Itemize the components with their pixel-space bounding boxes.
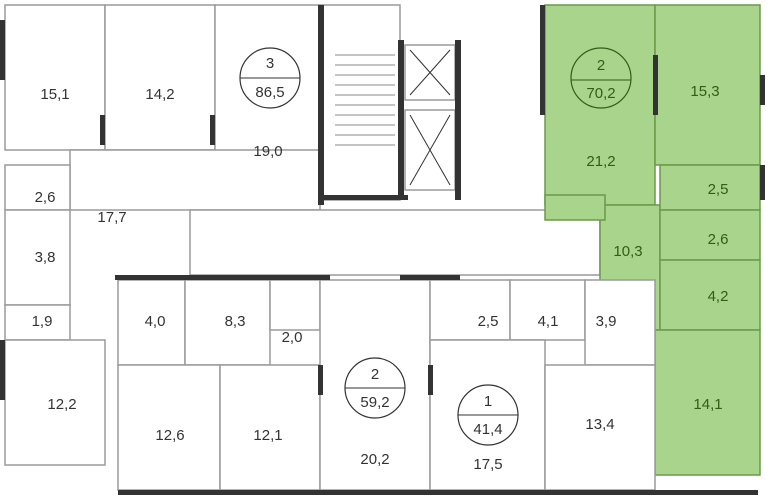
room-area: 4,2 xyxy=(708,288,729,305)
room-area: 2,0 xyxy=(282,329,303,346)
room-area: 14,2 xyxy=(145,86,174,103)
room-area: 17,7 xyxy=(97,209,126,226)
room-area: 2,5 xyxy=(708,181,729,198)
common-corridor xyxy=(189,209,601,276)
room-area: 12,1 xyxy=(253,427,282,444)
room-area: 8,3 xyxy=(225,313,246,330)
room xyxy=(104,4,216,151)
total-area: 86,5 xyxy=(255,84,284,101)
apartment-badge xyxy=(570,47,632,109)
room-area: 3,9 xyxy=(596,313,617,330)
room-area: 12,2 xyxy=(47,396,76,413)
room xyxy=(4,339,106,466)
room-area: 10,3 xyxy=(613,243,642,260)
room-area: 17,5 xyxy=(473,456,502,473)
rooms-count: 3 xyxy=(266,55,274,72)
apartment-1-room[interactable]: 1 41,4 2,5 4,1 3,9 17,5 13,4 xyxy=(429,279,656,491)
room-area: 20,2 xyxy=(360,451,389,468)
total-area: 59,2 xyxy=(360,394,389,411)
rooms-count: 2 xyxy=(597,57,605,74)
room-area: 19,0 xyxy=(253,143,282,160)
stairwell xyxy=(319,4,456,201)
room-area: 4,1 xyxy=(538,313,559,330)
room-area: 2,6 xyxy=(708,231,729,248)
room-area: 21,2 xyxy=(586,153,615,170)
hallway xyxy=(69,149,321,211)
room-area: 2,5 xyxy=(478,313,499,330)
room-area: 1,9 xyxy=(32,313,53,330)
total-area: 41,4 xyxy=(473,421,502,438)
rooms-count: 1 xyxy=(484,393,492,410)
rooms-count: 2 xyxy=(371,366,379,383)
room-area: 4,0 xyxy=(145,313,166,330)
room-area: 15,3 xyxy=(690,83,719,100)
room-area: 15,1 xyxy=(40,86,69,103)
room-area: 13,4 xyxy=(585,416,614,433)
room xyxy=(4,4,106,151)
room-area: 12,6 xyxy=(155,427,184,444)
room-area: 14,1 xyxy=(693,396,722,413)
apartment-2-room-selected[interactable]: 2 70,2 21,2 15,3 10,3 2,5 2,6 4,2 14,1 xyxy=(544,4,761,476)
room-area: 3,8 xyxy=(35,249,56,266)
apartment-3-room[interactable]: 3 86,5 15,1 14,2 19,0 17,7 2,6 3,8 1,9 1… xyxy=(4,4,321,466)
total-area: 70,2 xyxy=(586,85,615,102)
apartment-2-room[interactable]: 2 59,2 4,0 8,3 2,0 12,6 12,1 20,2 xyxy=(117,279,431,491)
room-area: 2,6 xyxy=(35,189,56,206)
walls xyxy=(0,5,765,495)
bathroom xyxy=(4,209,71,306)
